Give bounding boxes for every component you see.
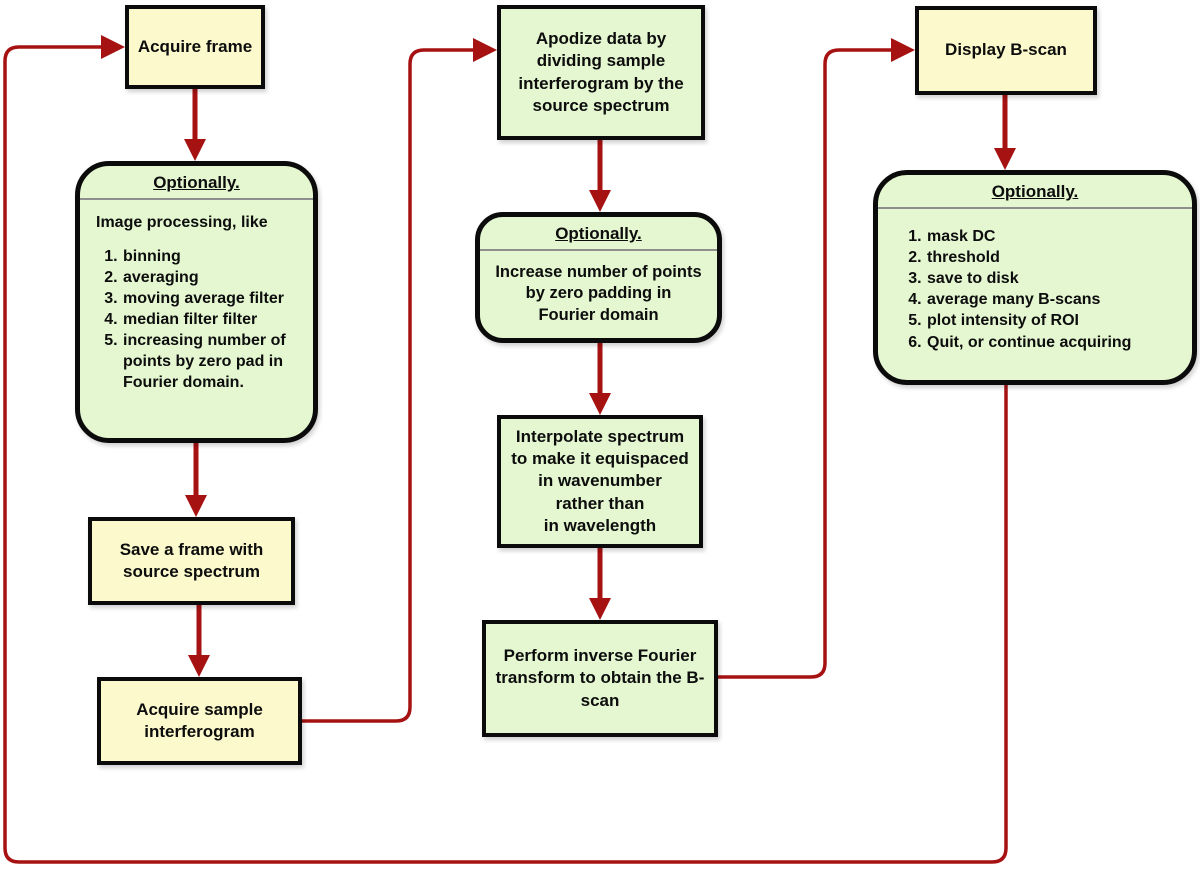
optionally-header: Optionally. xyxy=(480,217,717,251)
list-item: median filter filter xyxy=(122,309,313,330)
arrow-apodize-to-zeropadding-head xyxy=(589,190,611,212)
post-processing-list: mask DCthresholdsave to diskaverage many… xyxy=(878,226,1192,353)
node-label: Interpolate spectrum to make it equispac… xyxy=(511,427,689,535)
node-zero-padding-options: Optionally. Increase number of points by… xyxy=(475,212,722,343)
optionally-header-label: Optionally. xyxy=(991,182,1079,201)
list-item: plot intensity of ROI xyxy=(926,310,1192,331)
arrow-interpolate-to-ifft-head xyxy=(589,598,611,620)
node-interpolate-spectrum: Interpolate spectrum to make it equispac… xyxy=(497,415,703,548)
node-image-processing-options: Optionally. Image processing, like binni… xyxy=(75,161,318,443)
node-post-processing-options: Optionally. mask DCthresholdsave to disk… xyxy=(873,170,1197,385)
optionally-header: Optionally. xyxy=(80,166,313,200)
arrow-zeropadding-to-interpolate-head xyxy=(589,393,611,415)
node-inverse-fourier-transform: Perform inverse Fourier transform to obt… xyxy=(482,620,718,737)
connector-acquiresample-to-apodize-line xyxy=(302,48,474,723)
list-item: moving average filter xyxy=(122,288,313,309)
list-item: mask DC xyxy=(926,226,1192,247)
list-item: threshold xyxy=(926,247,1192,268)
list-item: Quit, or continue acquiring xyxy=(926,332,1192,353)
list-item: binning xyxy=(122,246,313,267)
list-item: average many B-scans xyxy=(926,289,1192,310)
node-acquire-sample-interferogram: Acquire sample interferogram xyxy=(97,677,302,765)
arrow-display-to-postoptions-head xyxy=(994,148,1016,170)
image-processing-intro: Image processing, like xyxy=(96,214,268,231)
node-label: Acquire sample interferogram xyxy=(136,699,263,741)
node-label: Display B-scan xyxy=(945,40,1067,60)
node-label: Save a frame with source spectrum xyxy=(119,539,264,581)
list-item: averaging xyxy=(122,267,313,288)
node-display-bscan: Display B-scan xyxy=(915,6,1097,95)
node-save-source-frame: Save a frame with source spectrum xyxy=(88,517,295,605)
node-label: Perform inverse Fourier transform to obt… xyxy=(495,646,705,710)
optionally-header-label: Optionally. xyxy=(555,224,642,243)
connector-acquiresample-to-apodize-head xyxy=(473,38,497,62)
connector-ifft-to-display-line xyxy=(717,48,892,679)
arrow-saveframe-to-acquiresample-head xyxy=(188,655,210,677)
node-label: Apodize data by dividing sample interfer… xyxy=(518,29,684,115)
node-label: Acquire frame xyxy=(137,36,253,56)
optionally-header: Optionally. xyxy=(878,175,1192,209)
list-item: save to disk xyxy=(926,268,1192,289)
node-apodize-data: Apodize data by dividing sample interfer… xyxy=(497,5,705,140)
optionally-header-label: Optionally. xyxy=(153,173,240,192)
connector-loop-to-acquireframe-head xyxy=(101,35,125,59)
zero-padding-text: Increase number of points by zero paddin… xyxy=(495,263,702,324)
arrow-acquireframe-to-options-head xyxy=(184,139,206,161)
list-item: increasing number of points by zero pad … xyxy=(122,330,313,393)
node-acquire-frame: Acquire frame xyxy=(125,5,265,89)
arrow-options-to-saveframe-head xyxy=(185,495,207,517)
connector-ifft-to-display-head xyxy=(891,38,915,62)
image-processing-list: binningaveragingmoving average filtermed… xyxy=(80,246,313,394)
connector-loop-to-acquireframe-line xyxy=(3,45,1008,864)
